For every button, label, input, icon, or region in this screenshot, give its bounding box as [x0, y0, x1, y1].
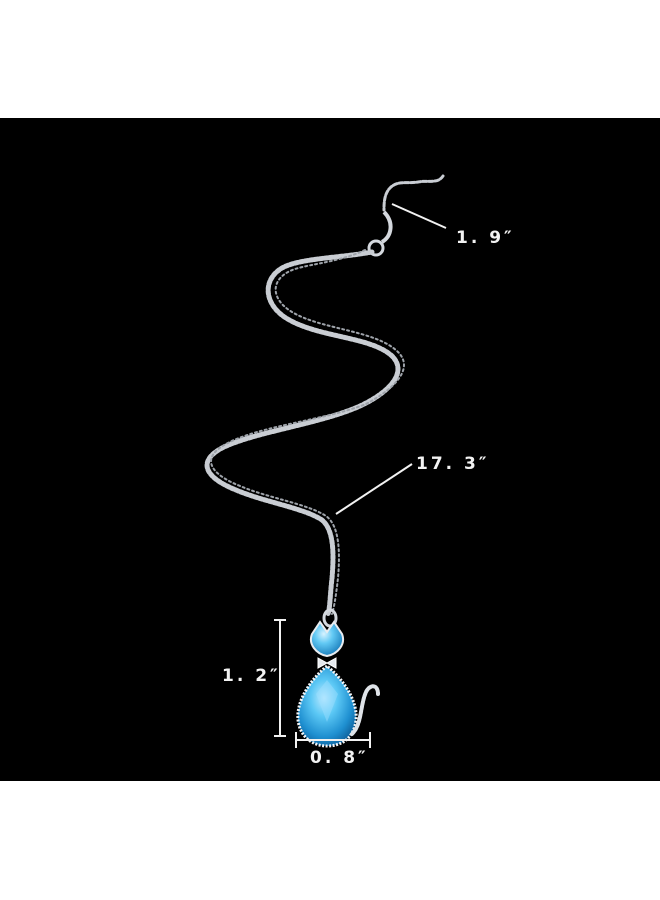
lobster-clasp [380, 210, 393, 244]
pendant-width-label: 0. 8″ [310, 748, 369, 768]
extender-length-label: 1. 9″ [456, 228, 515, 248]
cat-head-gem [310, 620, 344, 658]
chain-length-label: 17. 3″ [416, 454, 490, 474]
necklace-illustration [204, 174, 447, 748]
extender-pointer-line [391, 203, 447, 229]
main-chain [204, 249, 401, 617]
clasp-ring [367, 239, 385, 257]
cat-body-gem [296, 664, 358, 748]
cat-tail [350, 684, 380, 736]
bow [317, 657, 337, 669]
necklace-product-photo: 1. 9″ 17. 3″ 1. 2″ 0. 8″ [0, 118, 660, 781]
extender-chain [382, 174, 445, 212]
chain-pointer-line [335, 463, 413, 515]
pendant-height-label: 1. 2″ [222, 666, 281, 686]
